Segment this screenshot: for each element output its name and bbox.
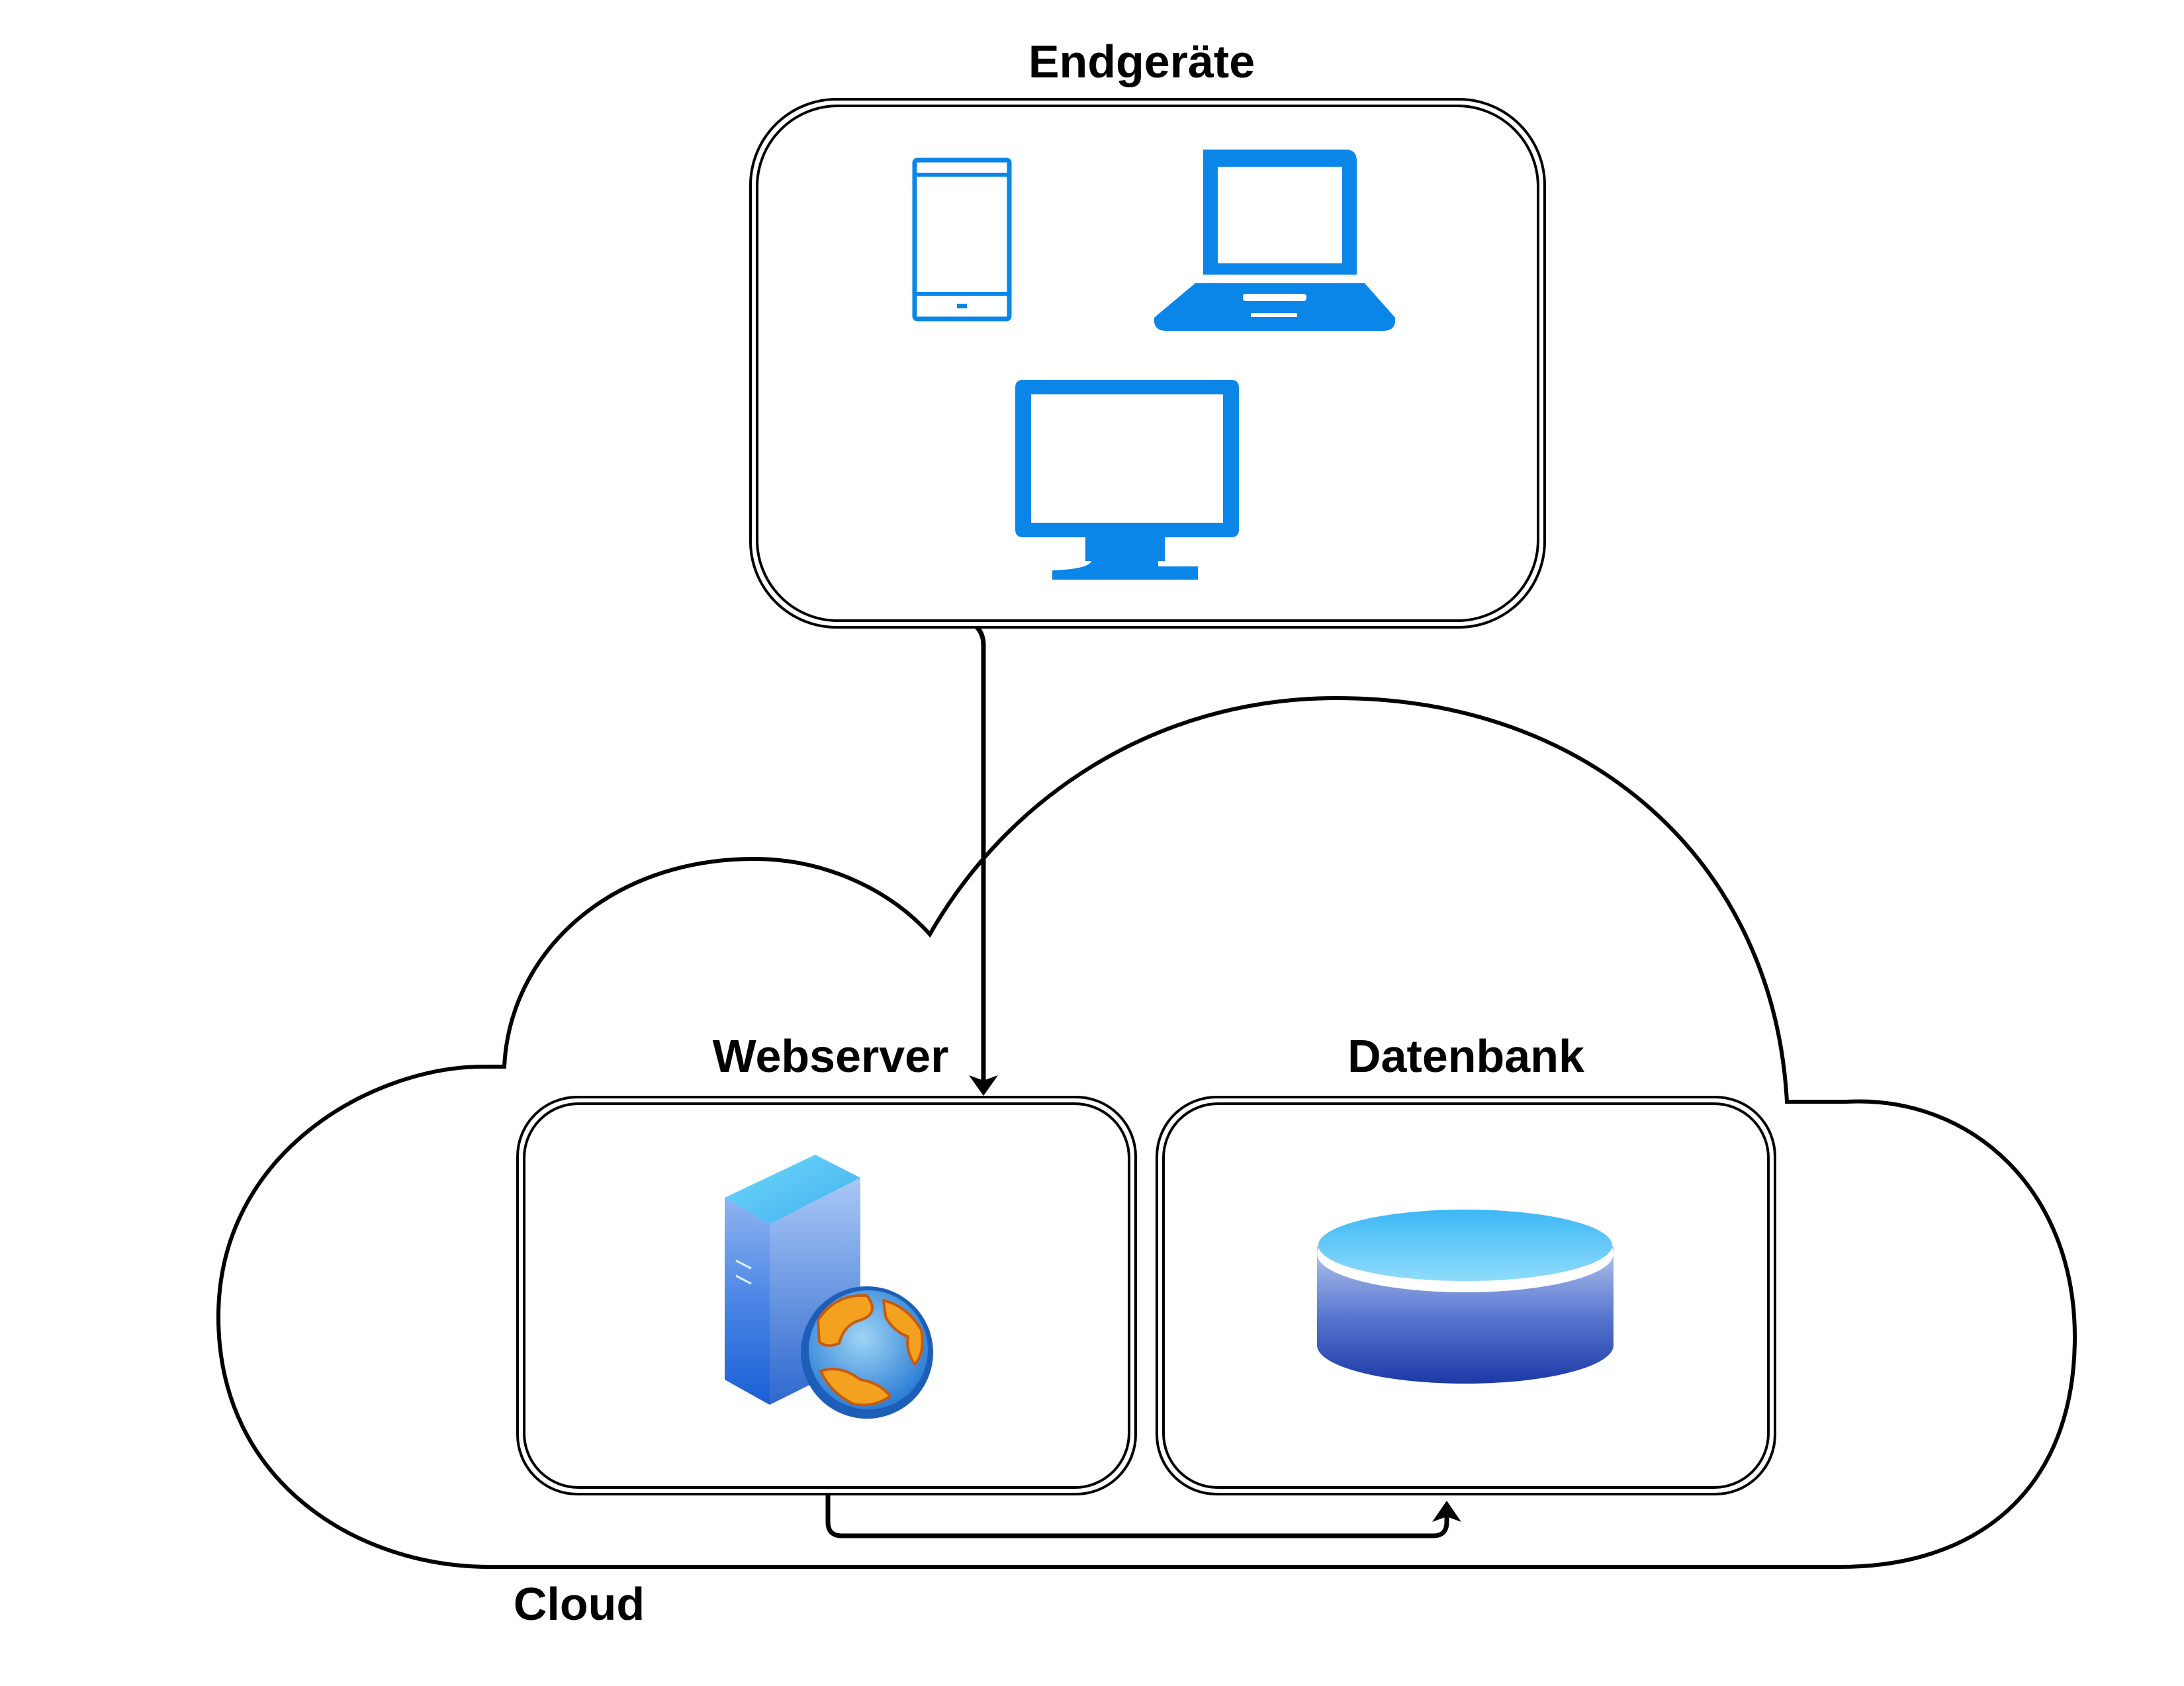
monitor-icon <box>1015 380 1239 580</box>
laptop-icon <box>1154 150 1396 331</box>
database-icon <box>1317 1210 1614 1384</box>
connector-webserver-datenbank <box>825 1495 1461 1538</box>
label-endgeraete: Endgeräte <box>1028 36 1255 87</box>
label-datenbank: Datenbank <box>1347 1030 1584 1082</box>
globe-icon <box>801 1286 933 1419</box>
label-cloud: Cloud <box>514 1578 645 1630</box>
cloud-shape <box>216 695 2077 1569</box>
connector-endgeraete-webserver <box>969 625 998 1096</box>
tablet-icon <box>912 157 1012 322</box>
label-webserver: Webserver <box>713 1030 949 1082</box>
